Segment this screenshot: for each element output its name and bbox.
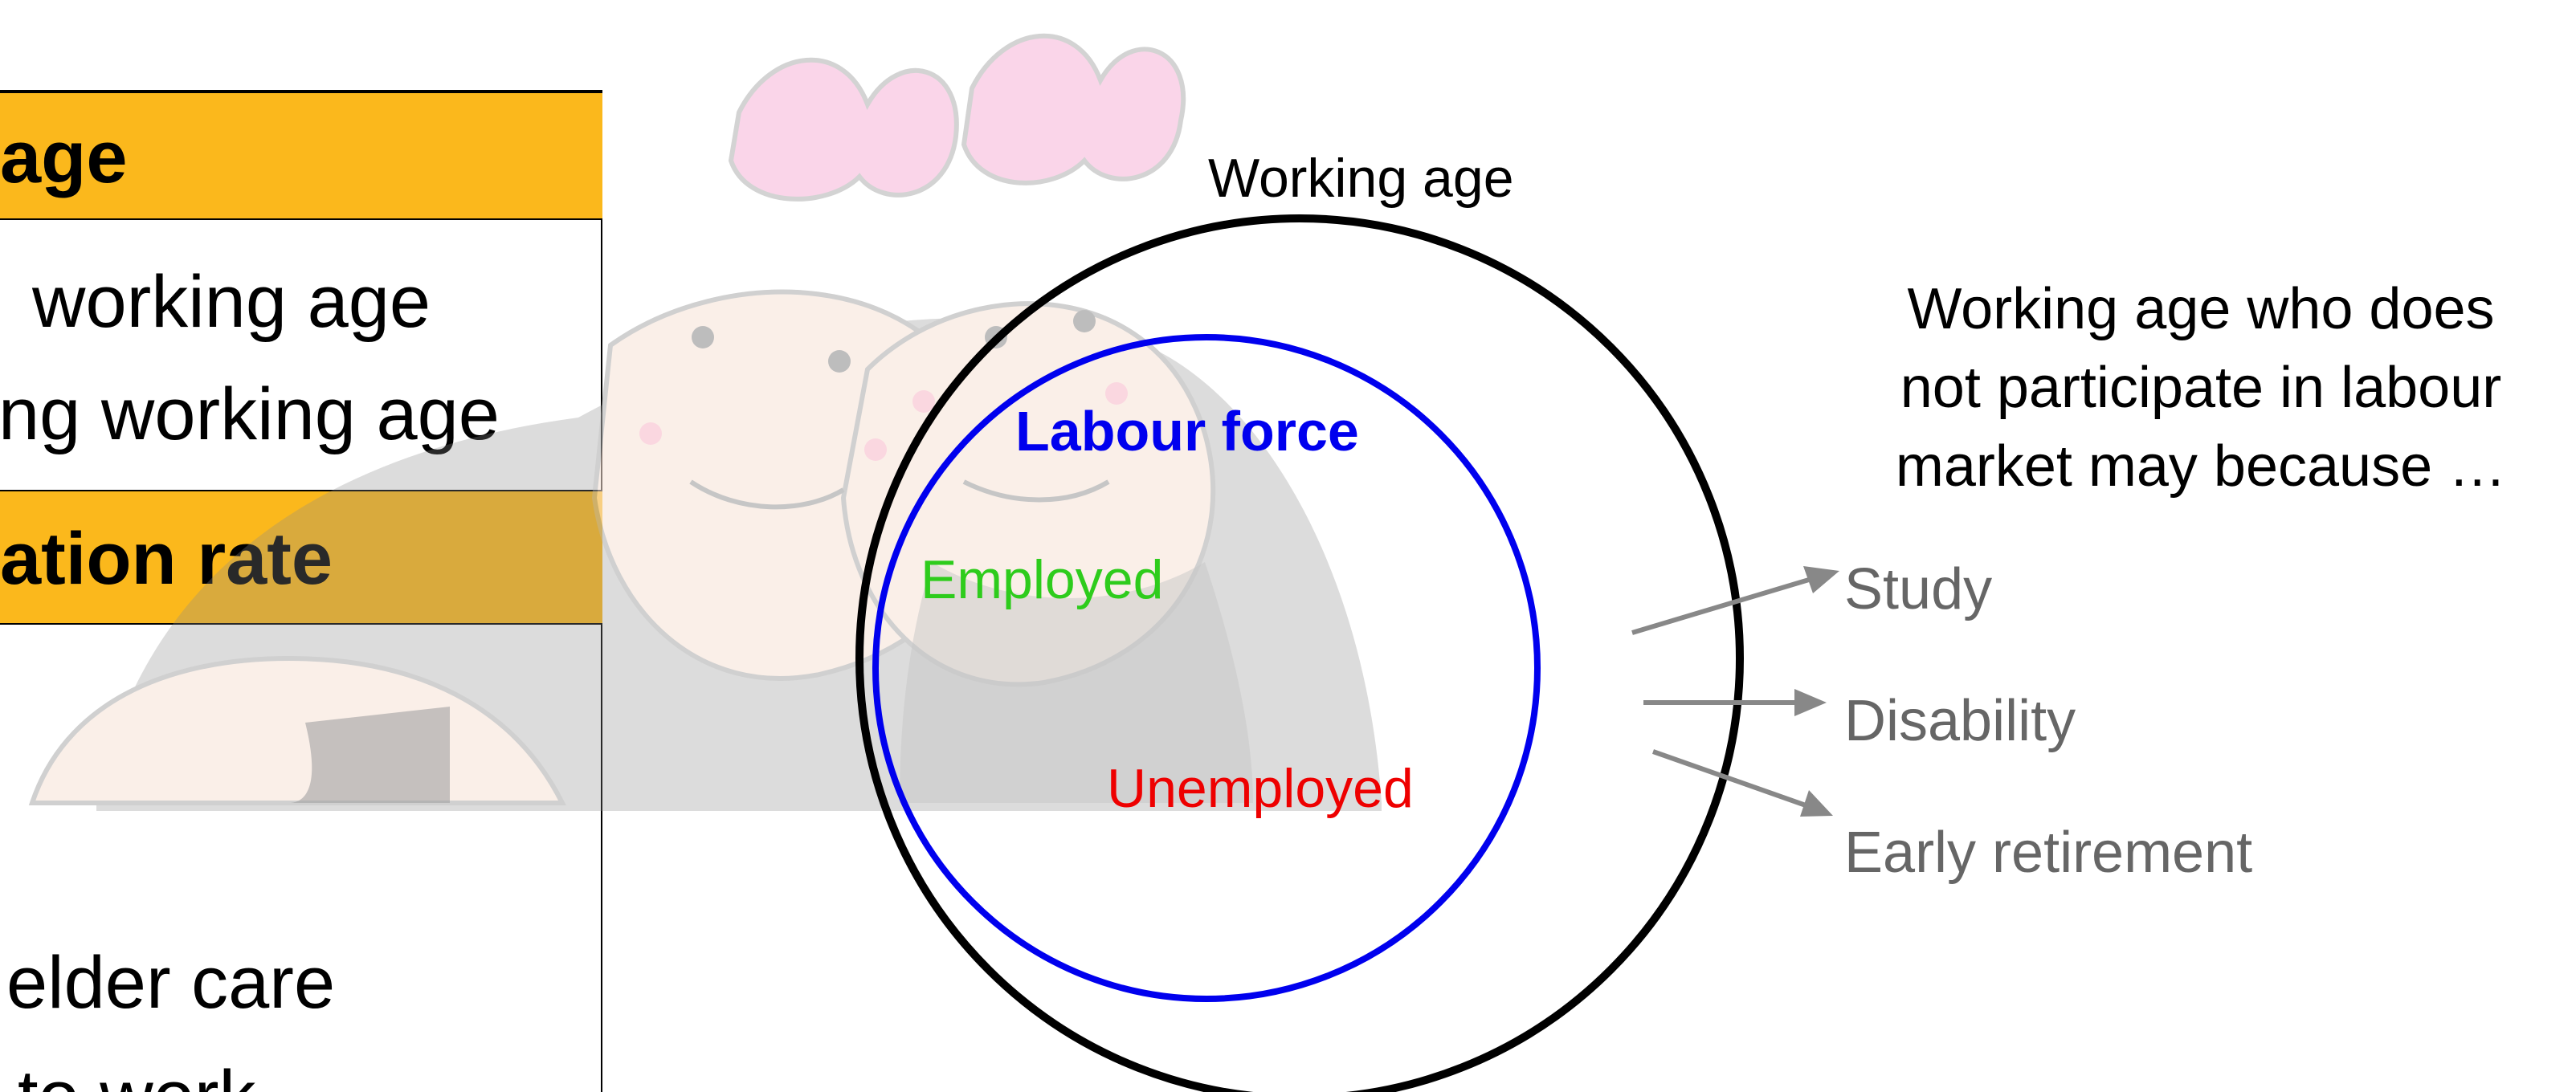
arrow-study-head bbox=[1803, 566, 1839, 593]
labour-force-label: Labour force bbox=[1015, 400, 1359, 462]
arrow-disability-head bbox=[1794, 689, 1827, 716]
reason-arrows bbox=[1631, 566, 1839, 817]
background-illustration bbox=[28, 33, 1382, 811]
working-age-label: Working age bbox=[1208, 148, 1514, 209]
arrow-early-retirement-head bbox=[1800, 790, 1833, 817]
table-header-2-text: ation rate bbox=[0, 518, 333, 600]
note-line-3: market may because … bbox=[1895, 434, 2507, 499]
note-line-1: Working age who does bbox=[1907, 277, 2495, 341]
left-table: age working age ng working age ation rat… bbox=[0, 0, 604, 1092]
table-row-text-4: to work bbox=[18, 1060, 256, 1092]
labour-force-circle bbox=[872, 334, 1541, 1002]
table-row-text-1: working age bbox=[32, 261, 431, 343]
table-header-working-age: age bbox=[0, 92, 602, 220]
employed-label: Employed bbox=[921, 549, 1164, 610]
arrow-study bbox=[1631, 577, 1810, 635]
reason-early-retirement: Early retirement bbox=[1844, 821, 2253, 885]
reason-disability: Disability bbox=[1844, 689, 2076, 753]
table-header-participation-rate: ation rate bbox=[0, 490, 602, 625]
unemployed-label: Unemployed bbox=[1107, 758, 1414, 819]
reason-study: Study bbox=[1844, 557, 1993, 621]
non-participation-note: Working age who does not participate in … bbox=[1872, 270, 2530, 506]
table-header-1-text: age bbox=[0, 116, 128, 198]
working-age-circle bbox=[855, 214, 1744, 1092]
table-row-text-2: ng working age bbox=[0, 373, 500, 455]
note-line-2: not participate in labour bbox=[1900, 356, 2502, 420]
table-row-text-3: elder care bbox=[6, 942, 336, 1024]
arrow-early-retirement bbox=[1652, 749, 1806, 808]
